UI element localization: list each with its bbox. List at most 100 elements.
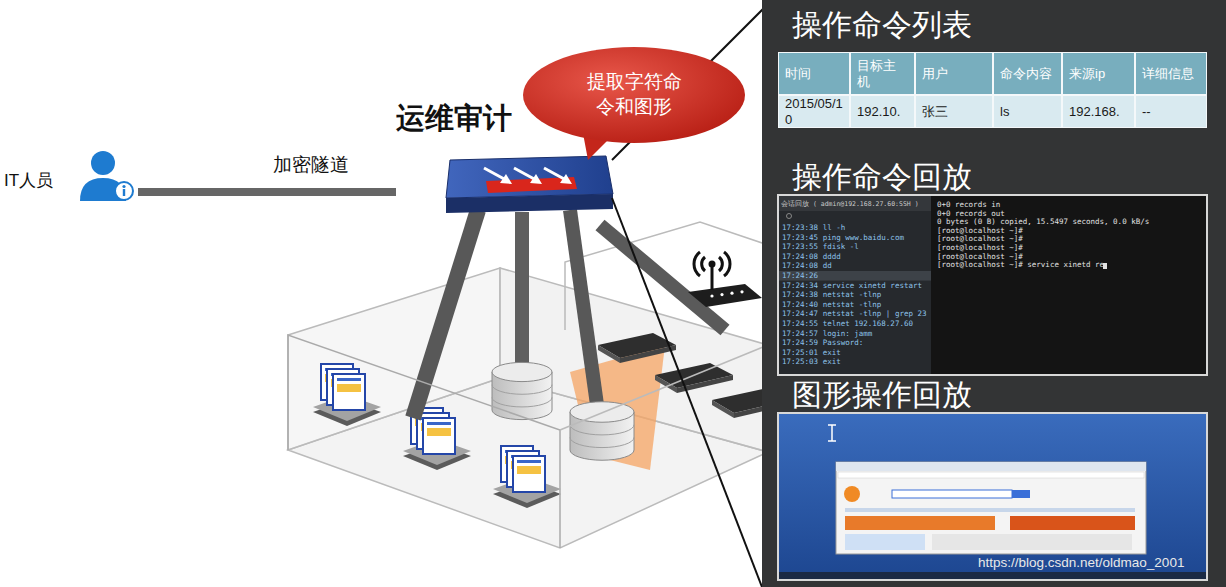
browser-address: [838, 472, 1144, 478]
table-cell: 张三: [915, 95, 993, 128]
wireless-wave: [719, 257, 722, 271]
edge-label: 加密隧道: [271, 152, 351, 178]
support-leg: [515, 212, 529, 368]
terminal-line: 0+0 records out: [937, 210, 1203, 219]
command-history-row: 17:24:57 login: jamm: [782, 329, 930, 339]
document-band: [517, 466, 541, 474]
table-header-cell: 来源ip: [1062, 52, 1135, 95]
desktop-window: [778, 413, 1207, 580]
document-sheet: [513, 456, 545, 492]
flow-arrow: [544, 168, 566, 180]
command-history-row: 17:25:01 exit: [782, 348, 930, 358]
callout-text: 提取字符命令和图形: [578, 70, 690, 119]
database-top: [492, 362, 552, 381]
section-title: 图形操作回放: [792, 378, 972, 411]
terminal-line: [root@localhost ~]#: [937, 244, 1203, 253]
search-box: [892, 490, 1012, 498]
table-header-cell: 详细信息: [1135, 52, 1207, 95]
room-front-outline: [288, 335, 560, 548]
flow-arrow: [514, 168, 536, 180]
document-header: [337, 378, 361, 381]
flow-arrow-head: [500, 174, 512, 184]
detail-panel: [762, 0, 1226, 587]
database-band: [492, 397, 552, 407]
search-icon: [787, 214, 792, 219]
callout-bubble-shape: [523, 47, 745, 143]
database-band: [570, 425, 634, 435]
router-light: [710, 294, 713, 297]
database-band: [570, 437, 634, 447]
document-header: [427, 422, 451, 425]
command-history-row: 17:24:08 dd: [782, 261, 930, 271]
command-history-row: 17:24:47 netstat -tlnp | grep 23: [782, 309, 930, 319]
command-history-row: 17:23:38 ll -h: [782, 223, 930, 233]
server-unit-edge: [598, 345, 620, 363]
info-badge: [115, 182, 133, 200]
browser-window: [836, 462, 1146, 554]
command-history-row: 17:25:03 exit: [782, 357, 930, 367]
command-history-row: 17:24:59 Password:: [782, 338, 930, 348]
table-cell: 2015/05/10: [778, 95, 850, 128]
section-title: 操作命令列表: [792, 8, 972, 41]
command-history-row: 17:24:40 netstat -tlnp: [782, 300, 930, 310]
rear-room-outline: [565, 222, 768, 330]
support-leg: [570, 210, 598, 412]
page-stripe: [845, 508, 1135, 512]
table-header-cell: 用户: [915, 52, 993, 95]
browser-tabs: [836, 462, 1146, 471]
document-band: [427, 428, 451, 436]
search-button: [1012, 490, 1030, 498]
terminal-window: [778, 195, 1207, 375]
wireless-wave: [702, 257, 705, 271]
person-head: [91, 151, 115, 175]
server-unit-edge: [712, 400, 734, 418]
document-header: [517, 460, 541, 463]
audit-device-top: [446, 156, 613, 198]
history-title-bar: [779, 196, 931, 211]
terminal-line: [root@localhost ~]# service xinetd re: [937, 261, 1203, 270]
table-cell: ls: [993, 95, 1062, 128]
page-block: [845, 534, 925, 550]
panel-section: 图形操作回放: [772, 376, 1212, 581]
table-header-cell: 目标主机: [850, 52, 915, 95]
server-unit-edge: [620, 345, 676, 363]
command-history-row: 17:24:38 netstat -tlnp: [782, 290, 930, 300]
terminal-line: [root@localhost ~]#: [937, 235, 1203, 244]
command-history-row: 17:24:08 dddd: [782, 252, 930, 262]
history-highlight: [779, 271, 931, 281]
callout-bubble-outline: [522, 46, 746, 144]
ad-banner: [1010, 516, 1135, 530]
router-light: [730, 292, 733, 295]
room-back-wall: [288, 268, 500, 450]
wireless-wave: [724, 252, 730, 276]
watermark: https://blog.csdn.net/oldmao_2001: [978, 555, 1184, 571]
table-cell: 192.10.: [850, 95, 915, 128]
router-antenna: [711, 266, 714, 290]
router-antenna-tip: [709, 261, 716, 268]
section-title: 操作命令回放: [792, 160, 972, 193]
replay-window-title: 会话回放 ( admin@192.168.27.60:SSH ): [781, 198, 931, 210]
person-label: IT人员: [4, 150, 138, 210]
person-name: IT人员: [4, 169, 53, 192]
database-band: [492, 385, 552, 395]
terminal-line: [root@localhost ~]#: [937, 253, 1203, 262]
document-band: [337, 384, 361, 392]
command-history-row: 17:24:55 telnet 192.168.27.60: [782, 319, 930, 329]
command-history-row: 17:23:55 fdisk -l: [782, 242, 930, 252]
document-sheet: [333, 374, 365, 410]
terminal-line: [root@localhost ~]#: [937, 227, 1203, 236]
table-header-cell: 命令内容: [993, 52, 1062, 95]
encrypted-tunnel: [138, 188, 396, 196]
flow-arrow: [484, 168, 506, 180]
info-badge-bar: [123, 189, 125, 196]
router-body: [688, 284, 762, 307]
zoom-line: [612, 198, 762, 587]
device-title: 运维审计: [396, 102, 512, 135]
room-front-outline: [560, 345, 768, 430]
text-cursor-icon: [828, 425, 836, 441]
database-top: [570, 402, 634, 422]
callout-bubble: 提取字符命令和图形: [522, 46, 746, 144]
history-pane: [779, 196, 931, 374]
table-cell: --: [1135, 95, 1207, 128]
